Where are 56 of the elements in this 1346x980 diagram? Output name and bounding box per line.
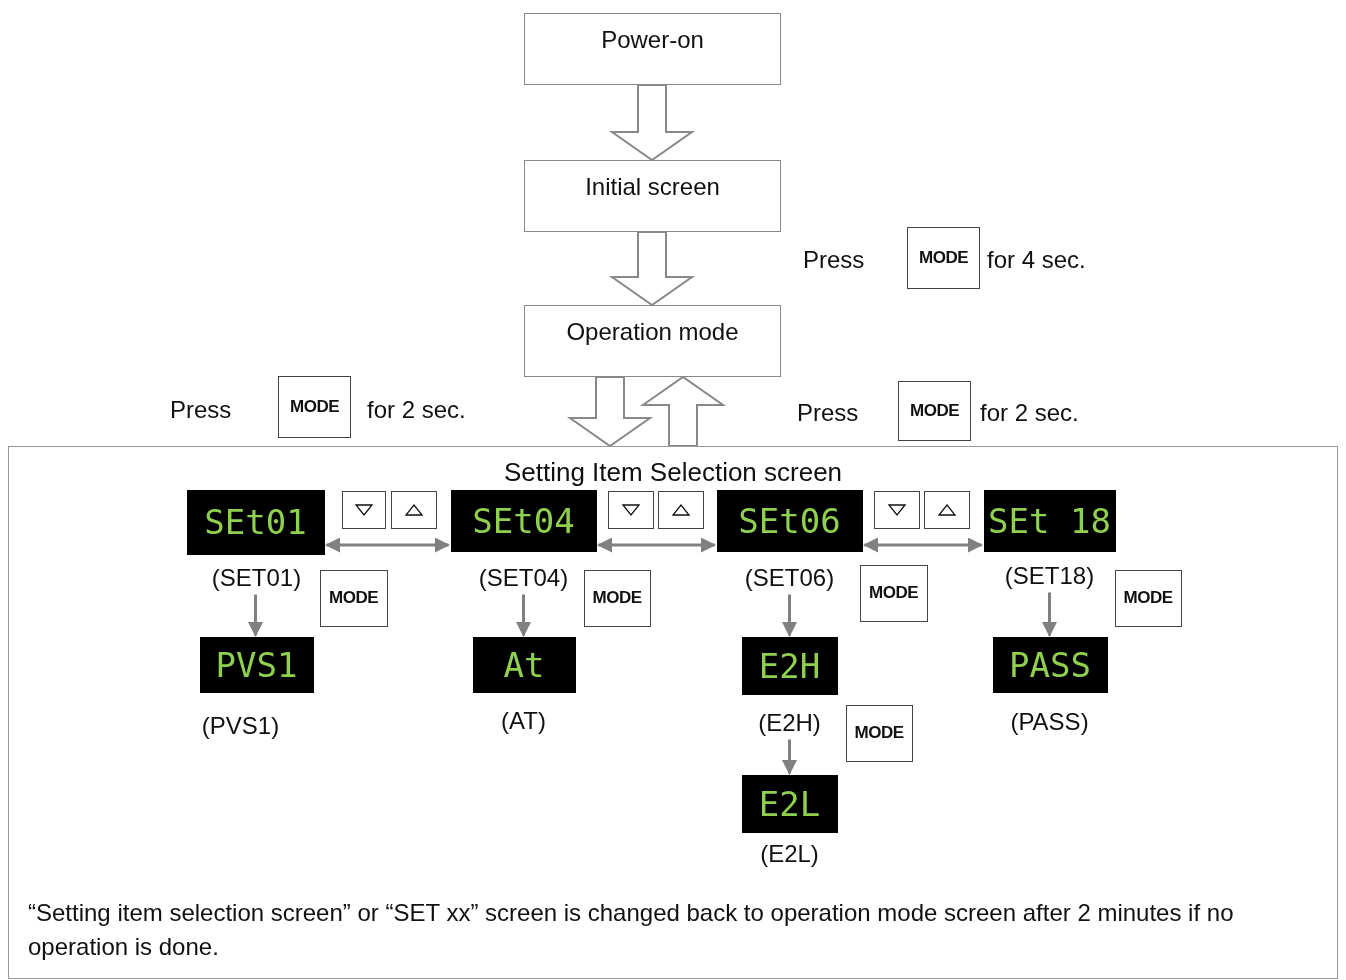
seven-segment-display: SEt06 xyxy=(716,489,863,552)
mode-key: MODE xyxy=(898,381,971,441)
hollow-block-arrow xyxy=(639,375,727,447)
seven-segment-display: PASS xyxy=(992,636,1108,693)
mode-key: MODE xyxy=(583,569,651,627)
arrow xyxy=(248,594,263,637)
display-caption: (E2L) xyxy=(760,839,819,868)
instruction-text: for 2 sec. xyxy=(367,396,466,424)
double-arrow xyxy=(597,537,716,553)
hollow-block-arrow xyxy=(608,84,696,162)
display-caption: (PASS) xyxy=(1010,707,1089,736)
mode-key: MODE xyxy=(1114,569,1182,627)
display-caption: (SET18) xyxy=(1004,561,1095,590)
arrow xyxy=(782,739,797,775)
seven-segment-display: E2L xyxy=(741,774,838,833)
mode-key: MODE xyxy=(859,564,928,622)
arrow xyxy=(516,594,531,637)
hollow-block-arrow xyxy=(566,376,654,448)
arrow xyxy=(1042,592,1057,637)
instruction-text: for 2 sec. xyxy=(980,399,1079,427)
seven-segment-display: At xyxy=(472,636,576,693)
display-caption: (SET01) xyxy=(211,563,302,592)
seven-segment-display: E2H xyxy=(741,636,838,695)
hollow-block-arrow xyxy=(608,231,696,307)
panel-heading: Setting Item Selection screen xyxy=(502,457,844,488)
seven-segment-display: PVS1 xyxy=(199,636,314,693)
arrow-key xyxy=(390,490,437,529)
display-caption: (AT) xyxy=(501,706,546,735)
arrow-key xyxy=(873,490,920,529)
instruction-text: Press xyxy=(170,396,232,424)
display-caption: (SET04) xyxy=(478,563,569,592)
process-box: Power-on xyxy=(524,13,781,85)
arrow-key xyxy=(923,490,970,529)
process-box: Initial screen xyxy=(524,160,781,232)
arrow-key xyxy=(607,490,654,529)
process-box: Operation mode xyxy=(524,305,781,377)
seven-segment-display: SEt 18 xyxy=(983,489,1116,552)
mode-key: MODE xyxy=(278,376,351,438)
double-arrow xyxy=(863,537,983,553)
mode-key: MODE xyxy=(845,704,913,762)
instruction-text: Press xyxy=(803,246,865,274)
double-arrow xyxy=(325,537,450,553)
arrow xyxy=(782,594,797,637)
arrow-key xyxy=(657,490,704,529)
arrow-key xyxy=(341,490,386,529)
mode-key: MODE xyxy=(319,569,388,627)
instruction-text: for 4 sec. xyxy=(987,246,1086,274)
display-caption: (PVS1) xyxy=(201,711,280,740)
seven-segment-display: SEt01 xyxy=(186,489,325,555)
panel-frame xyxy=(8,446,1338,979)
seven-segment-display: SEt04 xyxy=(450,489,597,552)
note-text: “Setting item selection screen” or “SET xx” screen is changed back to operation mode screen after 2 minutes if no operation is done. xyxy=(28,898,1235,962)
instruction-text: Press xyxy=(797,399,859,427)
display-caption: (E2H) xyxy=(758,708,821,737)
mode-key: MODE xyxy=(907,227,980,289)
display-caption: (SET06) xyxy=(744,563,835,592)
